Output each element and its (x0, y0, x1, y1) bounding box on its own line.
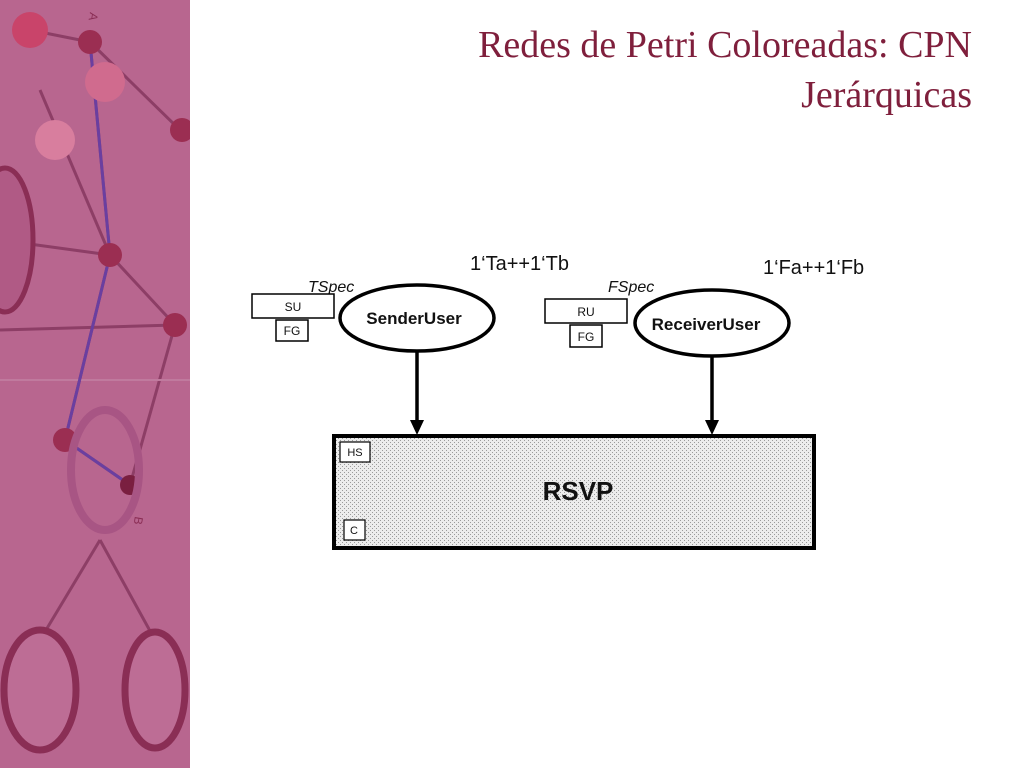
c-tag-box (343, 519, 366, 541)
rsvp-transition-box (332, 434, 816, 550)
place-receiver: FSpec 1‘Fa++1‘Fb RU FG ReceiverUser (544, 257, 864, 358)
receiver-initial-marking: 1‘Fa++1‘Fb (763, 257, 864, 279)
node-letter-a: A (86, 11, 101, 21)
network-nodes (0, 12, 190, 754)
rsvp-transition-name: RSVP (543, 476, 614, 506)
arc-receiver-to-rsvp (705, 357, 719, 435)
receiver-fusion-label: RU (577, 305, 594, 319)
arrowhead-icon (705, 420, 719, 435)
sender-fusion-label: SU (285, 300, 302, 314)
c-tag: C (350, 525, 358, 537)
receiver-place-ellipse (633, 288, 791, 358)
receiver-place-name: ReceiverUser (652, 315, 761, 334)
sender-place-ellipse (338, 283, 496, 353)
receiver-colorset-label: FSpec (608, 279, 654, 296)
transition-rsvp: HS C RSVP (332, 434, 816, 550)
sender-fusion-box (251, 293, 335, 319)
title-line-1: Redes de Petri Coloreadas: CPN (478, 24, 972, 66)
sender-colorset-label: TSpec (308, 279, 354, 296)
receiver-fusion-tag-box (569, 324, 603, 348)
title-line-2: Jerárquicas (801, 74, 972, 116)
slide-title: Redes de Petri Coloreadas: CPN Jerárquic… (312, 20, 972, 120)
sender-initial-marking: 1‘Ta++1‘Tb (470, 253, 569, 275)
receiver-fusion-box (544, 298, 628, 324)
sender-fusion-tag: FG (284, 324, 301, 338)
node-letter-b: B (131, 515, 146, 525)
cpn-diagram: TSpec 1‘Ta++1‘Tb SU FG SenderUser FSpec … (251, 253, 864, 550)
arrowhead-icon (410, 420, 424, 435)
sender-fusion-tag-box (275, 319, 309, 342)
place-sender: TSpec 1‘Ta++1‘Tb SU FG SenderUser (251, 253, 569, 353)
arc-sender-to-rsvp (410, 352, 424, 435)
decorative-sidebar: A B (0, 0, 190, 768)
sender-place-name: SenderUser (366, 309, 462, 328)
receiver-fusion-tag: FG (578, 330, 595, 344)
hs-tag-box (339, 441, 371, 463)
hs-tag: HS (347, 447, 362, 459)
